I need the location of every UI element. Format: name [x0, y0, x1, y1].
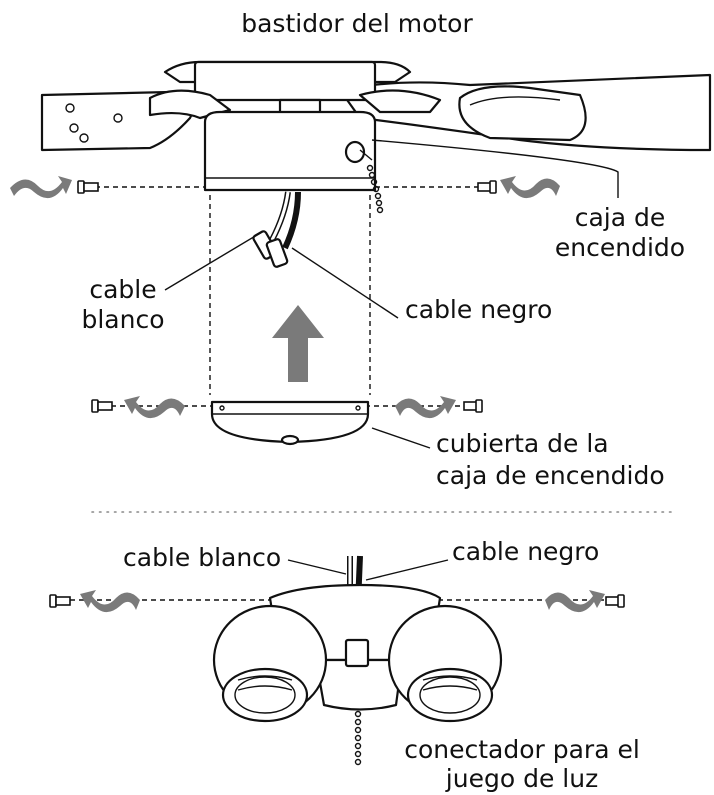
curved-arrow-icon	[124, 396, 185, 419]
switch-housing	[203, 110, 377, 192]
white-wire-label-line1: cable	[89, 275, 156, 304]
screw-icon	[477, 180, 497, 194]
screw-icon	[91, 399, 113, 413]
white-wire-label-line2: blanco	[81, 305, 164, 334]
black-wire-bottom-label: cable negro	[452, 537, 599, 566]
right-fan-blade	[338, 73, 712, 152]
curved-arrow-icon	[10, 176, 72, 199]
pull-chain-icon	[366, 164, 384, 214]
fan-top-assembly	[10, 60, 712, 449]
switch-housing-label-line2: encendido	[555, 233, 685, 262]
right-lamp-socket	[387, 604, 503, 723]
curved-arrow-icon	[80, 590, 140, 613]
connector-label-line2: juego de luz	[445, 764, 598, 793]
cover-label-line2: caja de encendido	[436, 461, 665, 490]
curved-arrow-icon	[395, 396, 456, 419]
screw-icon	[49, 594, 71, 608]
switch-housing-label-line1: caja de	[575, 203, 666, 232]
motor-housing-label: bastidor del motor	[241, 9, 473, 38]
curved-arrow-icon	[545, 590, 605, 613]
screw-icon	[605, 594, 625, 608]
left-lamp-socket	[212, 604, 328, 723]
connector-label-line1: conectador para el	[404, 735, 640, 764]
screw-icon	[77, 180, 99, 194]
switch-housing-cover	[210, 400, 370, 446]
screw-icon	[463, 399, 483, 413]
curved-arrow-icon	[500, 176, 560, 199]
cover-label-line1: cubierta de la	[436, 429, 609, 458]
motor-housing	[148, 60, 442, 120]
pull-chain-icon	[354, 710, 362, 766]
white-wire-bottom-label: cable blanco	[123, 543, 281, 572]
light-kit-assembly	[49, 555, 625, 766]
wires-top	[252, 191, 301, 268]
black-wire-label: cable negro	[405, 295, 552, 324]
up-arrow-icon	[272, 305, 324, 382]
